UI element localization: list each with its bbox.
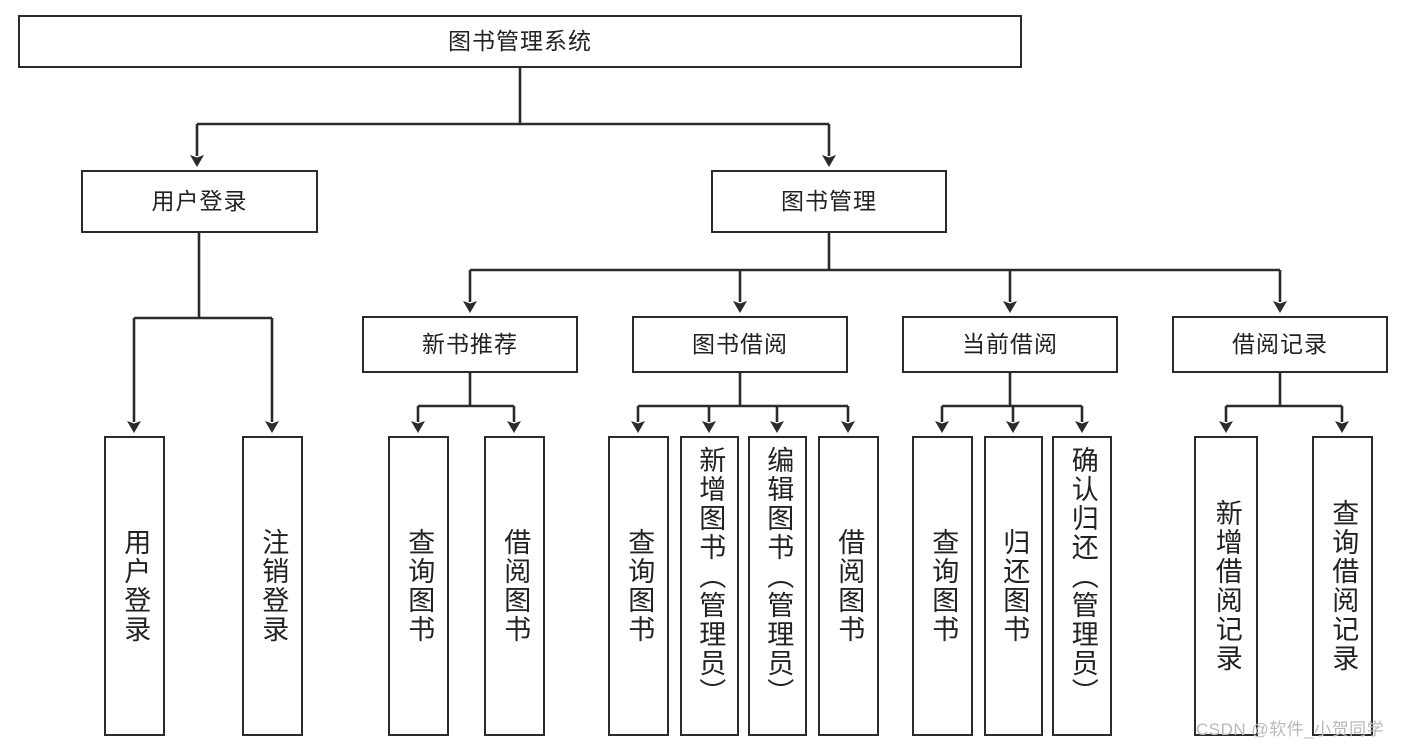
node-leaf-query-book-1[interactable]: 查询图书 — [388, 436, 449, 736]
node-new-book-recommend[interactable]: 新书推荐 — [362, 316, 578, 373]
node-leaf-query-record-label: 查询借阅记录 — [1328, 499, 1359, 673]
node-borrow-record-label: 借阅记录 — [1232, 330, 1328, 357]
node-leaf-borrow-book-2[interactable]: 借阅图书 — [818, 436, 879, 736]
node-leaf-edit-book-label: 编辑图书（管理员） — [763, 446, 794, 707]
node-leaf-return-book[interactable]: 归还图书 — [984, 436, 1043, 736]
node-current-borrow-label: 当前借阅 — [962, 330, 1058, 357]
node-leaf-return-book-label: 归还图书 — [999, 528, 1030, 644]
node-leaf-query-book-1-label: 查询图书 — [404, 528, 435, 644]
node-user-login[interactable]: 用户登录 — [81, 170, 318, 233]
node-user-login-label: 用户登录 — [151, 187, 248, 214]
node-book-borrow[interactable]: 图书借阅 — [632, 316, 848, 373]
watermark: CSDN @软件_小贺同学 — [1196, 720, 1385, 739]
node-leaf-add-book-label: 新增图书（管理员） — [695, 446, 726, 707]
node-leaf-confirm-return-label: 确认归还（管理员） — [1067, 446, 1098, 707]
node-book-borrow-label: 图书借阅 — [692, 330, 788, 357]
node-book-manage[interactable]: 图书管理 — [711, 170, 947, 233]
node-leaf-query-book-3-label: 查询图书 — [928, 528, 959, 644]
node-new-book-recommend-label: 新书推荐 — [422, 330, 518, 357]
node-leaf-borrow-book-1[interactable]: 借阅图书 — [484, 436, 545, 736]
node-leaf-add-book[interactable]: 新增图书（管理员） — [680, 436, 739, 736]
node-leaf-query-book-2[interactable]: 查询图书 — [608, 436, 669, 736]
node-borrow-record[interactable]: 借阅记录 — [1172, 316, 1388, 373]
node-leaf-query-record[interactable]: 查询借阅记录 — [1312, 436, 1373, 736]
node-leaf-query-book-3[interactable]: 查询图书 — [912, 436, 973, 736]
node-leaf-add-record[interactable]: 新增借阅记录 — [1194, 436, 1258, 736]
node-current-borrow[interactable]: 当前借阅 — [902, 316, 1118, 373]
node-leaf-borrow-book-1-label: 借阅图书 — [500, 528, 531, 644]
node-leaf-user-login[interactable]: 用户登录 — [104, 436, 165, 736]
node-leaf-user-login-label: 用户登录 — [120, 528, 151, 644]
node-leaf-borrow-book-2-label: 借阅图书 — [834, 528, 865, 644]
node-root[interactable]: 图书管理系统 — [18, 15, 1022, 68]
node-leaf-logout[interactable]: 注销登录 — [242, 436, 303, 736]
node-book-manage-label: 图书管理 — [781, 187, 877, 214]
node-leaf-confirm-return[interactable]: 确认归还（管理员） — [1052, 436, 1112, 736]
node-leaf-add-record-label: 新增借阅记录 — [1211, 499, 1242, 673]
node-root-label: 图书管理系统 — [448, 27, 592, 54]
node-leaf-edit-book[interactable]: 编辑图书（管理员） — [748, 436, 807, 736]
node-leaf-logout-label: 注销登录 — [258, 528, 289, 644]
node-leaf-query-book-2-label: 查询图书 — [624, 528, 655, 644]
